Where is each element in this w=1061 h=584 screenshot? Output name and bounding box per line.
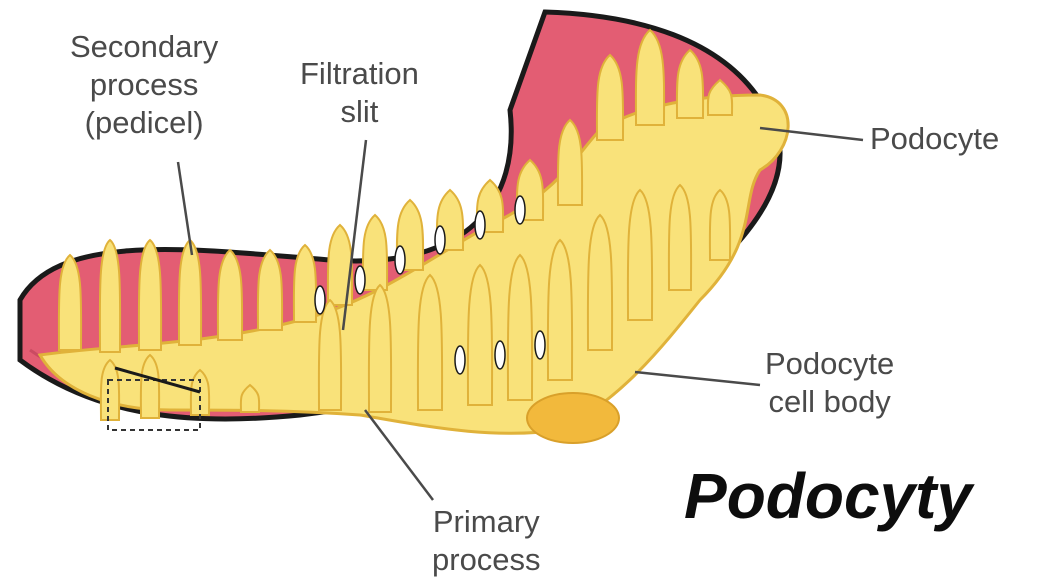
filtration-slit	[395, 246, 405, 274]
pedicel	[363, 215, 387, 290]
pedicel	[588, 215, 612, 350]
label-podocyte-cell-body: Podocyte cell body	[765, 345, 894, 421]
pedicel	[59, 255, 81, 350]
pedicel	[597, 55, 623, 140]
pedicel	[141, 355, 159, 418]
pedicel	[508, 255, 532, 400]
filtration-slit	[495, 341, 505, 369]
filtration-slit	[475, 211, 485, 239]
leader-line-podocyte-cell-body	[635, 372, 760, 385]
filtration-slit	[515, 196, 525, 224]
label-secondary-process: Secondary process (pedicel)	[70, 28, 218, 142]
filtration-slit	[455, 346, 465, 374]
pedicel	[369, 285, 391, 412]
label-filtration-slit-line-1: Filtration	[300, 55, 419, 93]
podocyte-nucleus	[527, 393, 619, 443]
label-primary-process: Primary process	[432, 503, 541, 579]
label-podocyte-line-1: Podocyte	[870, 120, 999, 158]
pedicel	[548, 240, 572, 380]
label-podocyte: Podocyte	[870, 120, 999, 158]
filtration-slit	[435, 226, 445, 254]
label-filtration-slit: Filtration slit	[300, 55, 419, 131]
pedicel	[669, 185, 691, 290]
label-secondary-process-line-1: Secondary	[70, 28, 218, 66]
pedicel	[636, 30, 664, 125]
pedicel	[139, 240, 161, 350]
pedicel	[319, 300, 341, 410]
label-primary-process-line-1: Primary	[432, 503, 541, 541]
label-filtration-slit-line-2: slit	[300, 93, 419, 131]
pedicel	[628, 190, 652, 320]
label-secondary-process-line-3: (pedicel)	[70, 104, 218, 142]
pedicel	[558, 120, 582, 205]
slide-title: Podocyty	[684, 456, 972, 536]
pedicel	[218, 250, 242, 340]
label-podocyte-cell-body-line-1: Podocyte	[765, 345, 894, 383]
label-primary-process-line-2: process	[432, 541, 541, 579]
filtration-slit	[315, 286, 325, 314]
pedicel	[710, 190, 730, 260]
label-podocyte-cell-body-line-2: cell body	[765, 383, 894, 421]
pedicel	[294, 245, 316, 322]
pedicel	[179, 240, 201, 345]
pedicel	[100, 240, 120, 352]
pedicel	[468, 265, 492, 405]
filtration-slit	[355, 266, 365, 294]
leader-line-secondary-process	[178, 162, 192, 255]
label-secondary-process-line-2: process	[70, 66, 218, 104]
filtration-slit	[535, 331, 545, 359]
pedicel	[418, 275, 442, 410]
pedicel	[258, 250, 282, 330]
